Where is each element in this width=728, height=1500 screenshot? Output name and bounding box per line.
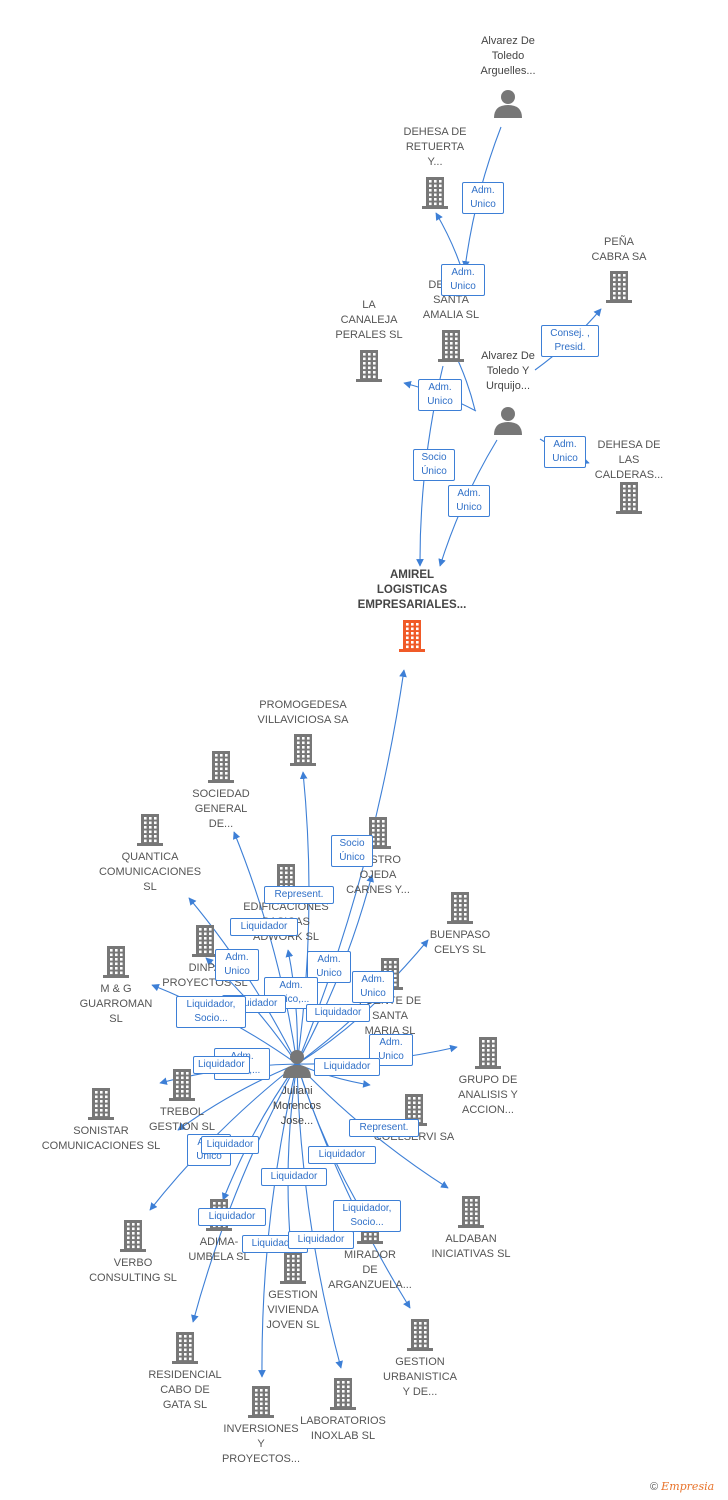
edge-juliani-to-sociedad_general: [233, 831, 298, 1065]
building-icon[interactable]: [192, 925, 218, 957]
building-icon[interactable]: [616, 482, 642, 514]
edge-label[interactable]: Adm. Unico: [352, 971, 394, 1003]
edge-juliani-to-adima: [221, 1063, 298, 1201]
edge-juliani-to-gestion_urbanistica: [296, 1063, 411, 1309]
edge-label[interactable]: Adm. Unico: [307, 951, 351, 983]
edge-label[interactable]: Consej. , Presid.: [541, 325, 599, 357]
node-label-residencial[interactable]: RESIDENCIAL CABO DE GATA SL: [148, 1369, 222, 1411]
building-icon[interactable]: [422, 177, 448, 209]
building-icon[interactable]: [458, 1196, 484, 1228]
node-label-grupo-analisis[interactable]: GRUPO DE ANALISIS Y ACCION...: [458, 1074, 518, 1116]
node-label-juliani[interactable]: Juliani Morencos Jose...: [272, 1085, 322, 1127]
building-icon[interactable]: [438, 330, 464, 362]
edge-label[interactable]: Represent.: [264, 886, 334, 904]
building-icon[interactable]: [137, 814, 163, 846]
edge-label[interactable]: Liquidador: [230, 918, 298, 936]
node-label-quantica[interactable]: QUANTICA COMUNICACIONES SL: [98, 851, 202, 893]
person-icon[interactable]: [283, 1050, 311, 1078]
edge-label[interactable]: Adm. Unico: [448, 485, 490, 517]
edge-label[interactable]: Liquidador: [308, 1146, 376, 1164]
node-label-sonistar[interactable]: SONISTAR COMUNICACIONES SL: [41, 1125, 161, 1152]
node-label-alvarez-arguelles[interactable]: Alvarez De Toledo Arguelles...: [480, 35, 536, 77]
edge-label[interactable]: Socio Único: [413, 449, 455, 481]
building-icon[interactable]: [120, 1220, 146, 1252]
edge-label[interactable]: Liquidador: [201, 1136, 259, 1154]
node-label-amirel[interactable]: AMIREL LOGISTICAS EMPRESARIALES...: [357, 569, 467, 611]
edge-juliani-to-inversiones: [258, 1063, 298, 1378]
node-label-mirador[interactable]: MIRADOR DE ARGANZUELA...: [328, 1249, 412, 1291]
node-label-laboratorios[interactable]: LABORATORIOS INOXLAB SL: [300, 1415, 386, 1442]
building-icon[interactable]: [88, 1088, 114, 1120]
edge-label[interactable]: Liquidador: [198, 1208, 266, 1226]
edge-juliani-to-promogedesa: [296, 771, 310, 1065]
building-icon[interactable]: [356, 350, 382, 382]
node-label-dehesa-retuerta[interactable]: DEHESA DE RETUERTA Y...: [403, 126, 467, 168]
node-label-inversiones[interactable]: INVERSIONES Y PROYECTOS...: [221, 1423, 301, 1465]
empresia-logo: Empresia: [661, 1480, 715, 1493]
edge-label[interactable]: Adm. Unico: [462, 182, 504, 214]
edge-label[interactable]: Liquidador: [288, 1231, 354, 1249]
building-icon[interactable]: [447, 892, 473, 924]
footer-brand: © Empresia: [650, 1480, 714, 1493]
main-company-building-icon[interactable]: [399, 620, 425, 652]
edge-label[interactable]: Adm. Unico: [441, 264, 485, 296]
node-label-verbo[interactable]: VERBO CONSULTING SL: [89, 1257, 177, 1284]
node-label-trebol[interactable]: TREBOL GESTION SL: [148, 1106, 216, 1133]
building-icon[interactable]: [172, 1332, 198, 1364]
edge-label[interactable]: Adm. Unico: [215, 949, 259, 981]
building-icon[interactable]: [103, 946, 129, 978]
building-icon[interactable]: [407, 1319, 433, 1351]
node-label-pena-cabra[interactable]: PEÑA CABRA SA: [591, 236, 647, 263]
edge-juliani-to-residencial: [191, 1063, 298, 1323]
node-label-promogedesa[interactable]: PROMOGEDESA VILLAVICIOSA SA: [257, 699, 349, 726]
node-label-alvarez-urquijo[interactable]: Alvarez De Toledo Y Urquijo...: [481, 350, 535, 392]
building-icon[interactable]: [208, 751, 234, 783]
building-icon[interactable]: [248, 1386, 274, 1418]
building-icon[interactable]: [280, 1252, 306, 1284]
edge-juliani-to-sonistar: [177, 1063, 298, 1131]
building-icon[interactable]: [330, 1378, 356, 1410]
edge-label[interactable]: Adm. Unico: [418, 379, 462, 411]
edge-label[interactable]: Liquidador: [314, 1058, 380, 1076]
edge-label[interactable]: Represent.: [349, 1119, 419, 1137]
building-icon[interactable]: [290, 734, 316, 766]
edge-juliani-to-gestion_vivienda: [286, 1063, 298, 1251]
node-label-gestion-vivienda[interactable]: GESTION VIVIENDA JOVEN SL: [266, 1289, 320, 1331]
node-label-gestion-urbanistica[interactable]: GESTION URBANISTICA Y DE...: [383, 1356, 457, 1398]
edge-label[interactable]: Liquidador: [261, 1168, 327, 1186]
node-label-adima[interactable]: ADIMA- UMBELA SL: [188, 1236, 250, 1263]
node-label-sociedad-general[interactable]: SOCIEDAD GENERAL DE...: [192, 788, 250, 830]
edge-label[interactable]: Liquidador, Socio...: [176, 996, 246, 1028]
building-icon[interactable]: [169, 1069, 195, 1101]
edge-label[interactable]: Liquidador, Socio...: [333, 1200, 401, 1232]
node-label-mg-guarroman[interactable]: M & G GUARROMAN SL: [79, 983, 153, 1025]
node-label-buenpaso[interactable]: BUENPASO CELYS SL: [429, 929, 491, 956]
edge-juliani-to-verbo: [149, 1063, 298, 1211]
node-label-canaleja[interactable]: LA CANALEJA PERALES SL: [335, 299, 403, 341]
edge-juliani-to-laboratorios: [296, 1063, 343, 1369]
person-icon[interactable]: [494, 90, 522, 118]
building-icon[interactable]: [365, 817, 391, 849]
edge-label[interactable]: Liquidador: [306, 1004, 370, 1022]
node-label-aldaban[interactable]: ALDABAN INICIATIVAS SL: [431, 1233, 511, 1260]
edge-label[interactable]: Socio Único: [331, 835, 373, 867]
person-icon[interactable]: [494, 407, 522, 435]
building-icon[interactable]: [475, 1037, 501, 1069]
copyright-symbol: ©: [650, 1481, 659, 1493]
edge-label[interactable]: Adm. Unico: [544, 436, 586, 468]
node-label-dehesa-calderas[interactable]: DEHESA DE LAS CALDERAS...: [594, 439, 664, 481]
building-icon[interactable]: [606, 271, 632, 303]
edge-label[interactable]: Liquidador: [193, 1056, 250, 1074]
